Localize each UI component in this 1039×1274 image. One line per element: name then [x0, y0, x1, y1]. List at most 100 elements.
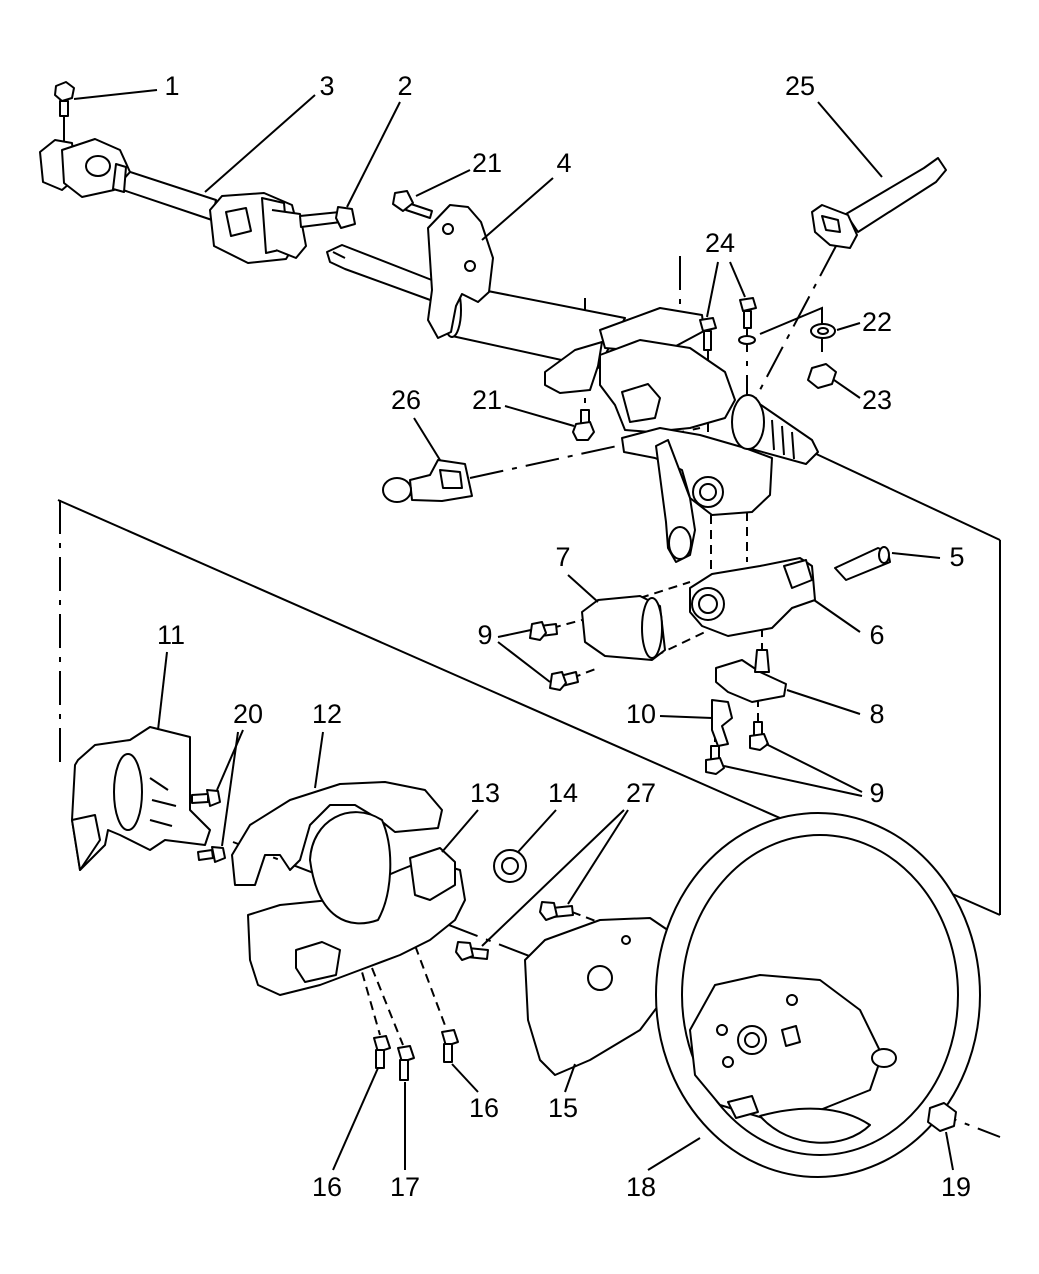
wheel-hub-hole-a [716, 1024, 728, 1036]
callout-21-upper: 21 [472, 148, 502, 178]
callout-19: 19 [941, 1172, 971, 1202]
bracket-hole-a [442, 223, 454, 235]
callout-7: 7 [555, 542, 570, 572]
part-17-screw [397, 1045, 415, 1081]
part-13-insert [409, 847, 456, 901]
leader-27-b [481, 809, 625, 947]
housing-bore-inner [698, 594, 718, 614]
bracket-hole-b [464, 260, 476, 272]
leader-10 [659, 715, 713, 719]
leader-20-a [216, 729, 244, 791]
shaft-tube [113, 167, 217, 221]
shaft-slot [332, 251, 346, 259]
callout-11: 11 [157, 620, 185, 650]
leader-6 [813, 599, 861, 633]
leader-11 [157, 651, 168, 731]
tilt-housing [599, 339, 736, 433]
part-20-screw-b [197, 846, 226, 863]
bracket-bore [113, 753, 143, 831]
part-7-switch-cover [581, 595, 666, 661]
part-5-lock-cylinder [834, 546, 891, 581]
part-22-washer [810, 323, 836, 339]
leader-16-b [332, 1067, 379, 1171]
housing-tab [783, 559, 813, 589]
connector-bulb [382, 477, 412, 503]
part-16-screw-a [441, 1029, 459, 1063]
leader-4 [481, 177, 554, 241]
callout-1: 1 [164, 71, 179, 101]
part-1-bolt [54, 81, 75, 117]
leader-20-b [221, 731, 239, 847]
callout-21-lower: 21 [472, 385, 502, 415]
callout-26: 26 [391, 385, 421, 415]
wheel-hub-hole-c [786, 994, 798, 1006]
callout-6: 6 [869, 620, 884, 650]
callout-20: 20 [233, 699, 263, 729]
frame-line-upper [811, 451, 1001, 541]
callout-4: 4 [556, 148, 571, 178]
leader-21-lower [504, 405, 575, 427]
callout-23: 23 [862, 385, 892, 415]
callout-15: 15 [548, 1093, 578, 1123]
cover-hole [587, 965, 613, 991]
part-24-screw-a [699, 317, 717, 351]
tilt-housing-block [621, 383, 661, 423]
part-9-screw-c [749, 721, 769, 751]
leader-25 [817, 101, 883, 178]
cover-to-housing-line-a [639, 581, 691, 599]
callout-13: 13 [470, 778, 500, 808]
leader-19 [945, 1131, 954, 1171]
part-19-nut [927, 1102, 957, 1132]
leader-18 [647, 1137, 701, 1171]
leader-9-d [723, 765, 863, 797]
leader-3 [204, 94, 316, 193]
part-24-washer [738, 335, 756, 345]
leader-23 [833, 379, 861, 399]
leader-7 [567, 574, 599, 603]
cover-rim [641, 597, 663, 659]
part-16-screw-b [373, 1035, 391, 1069]
callout-25: 25 [785, 71, 815, 101]
part-27-screw-a [539, 901, 574, 921]
part-25-switch-lever [811, 157, 947, 249]
part-9-screw-b [549, 671, 579, 691]
part-6-lock-housing [689, 557, 816, 637]
lower-shroud-opening [295, 941, 341, 983]
callout-labels: 1 3 2 25 21 4 24 22 26 21 23 7 5 11 9 6 … [157, 71, 971, 1202]
leader-12 [314, 731, 324, 789]
lever-connector [821, 215, 841, 233]
part-21-screw-lower [572, 409, 595, 441]
part-21-screw-upper [392, 190, 433, 219]
connector-latch [439, 469, 463, 489]
part-14-ring [493, 849, 527, 883]
callout-12: 12 [312, 699, 342, 729]
leader-lines [73, 89, 954, 1171]
upper-shroud [231, 781, 443, 886]
wheel-center-hole [744, 1032, 760, 1048]
callout-9-right: 9 [869, 778, 884, 808]
callout-18: 18 [626, 1172, 656, 1202]
part-9-screw-a [529, 621, 558, 641]
callout-22: 22 [862, 307, 892, 337]
bracket-ribs [149, 777, 177, 827]
part-20-screw-a [191, 789, 221, 807]
retaining-strap [271, 209, 307, 259]
leader-1 [73, 89, 158, 100]
upper-shroud-opening [309, 811, 392, 925]
part-3-intermediate-shaft [39, 138, 307, 264]
part-18-steering-wheel [655, 812, 981, 1178]
callout-17: 17 [390, 1172, 420, 1202]
part-27-screw-b [455, 941, 489, 961]
shaft-splines [771, 419, 795, 460]
wheel-hub [689, 974, 883, 1121]
cover-to-housing-line-b [654, 631, 706, 657]
leader-8 [786, 689, 861, 715]
wheel-hub-hole-b [722, 1056, 734, 1068]
callout-24: 24 [705, 228, 735, 258]
leader-9-b [497, 641, 551, 683]
part-12-shroud [231, 781, 466, 996]
callout-5: 5 [949, 542, 964, 572]
leader-22 [836, 322, 861, 331]
shaft-collar [112, 163, 127, 193]
